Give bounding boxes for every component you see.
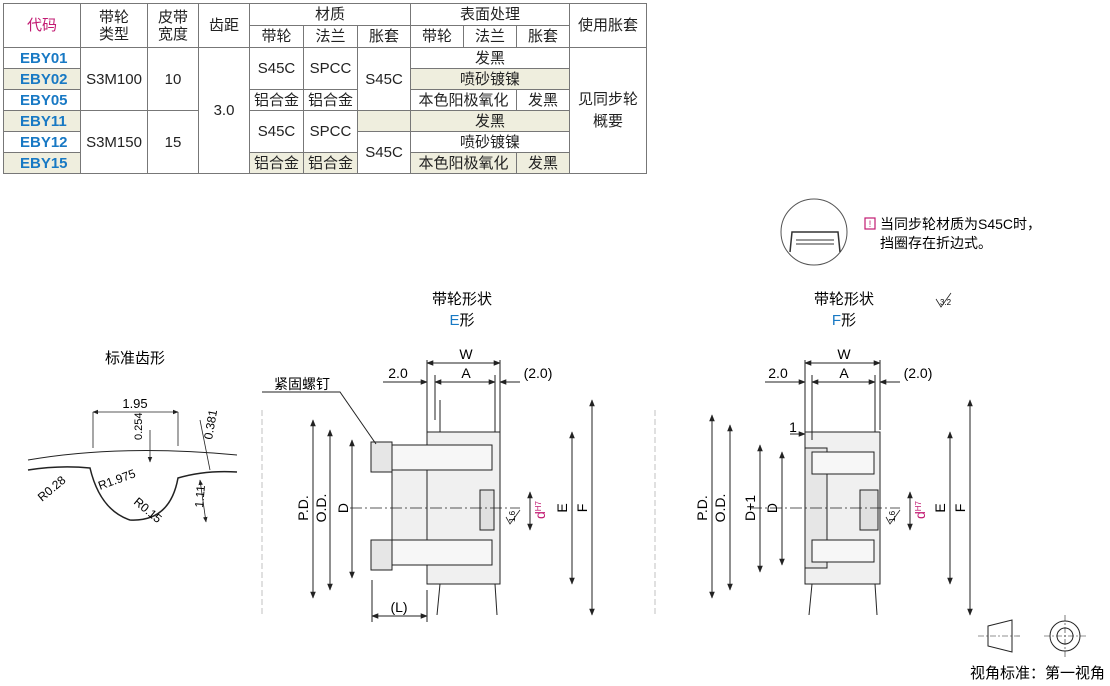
f-d1: D+1 [742,495,758,521]
f-d: D [764,503,780,513]
e-subtitle: E形 [449,312,474,329]
surface-cell: 本色阳极氧化 [410,152,518,174]
header-sub-bushing-surface: 胀套 [516,25,571,48]
width-cell: 15 [147,110,199,174]
f-roughness-top: 3.2 [940,298,952,307]
surface-cell: 发黑 [410,110,571,132]
header-code: 代码 [3,3,81,48]
view-standard: 视角标准：第一视角 [970,664,1105,682]
pitch-cell: 3.0 [198,47,250,174]
spec-table: 代码 带轮 类型 皮带 宽度 齿距 材质 表面处理 使用胀套 带轮 法兰 胀套 … [3,3,648,174]
header-sub-bushing: 胀套 [357,25,412,48]
f-title: 带轮形状 [814,291,874,308]
material-cell: S45C [357,47,412,111]
material-cell: S45C [248,110,305,153]
tooth-depth-2: 0.381 [201,408,220,440]
e-e: E [554,503,570,512]
f-roughness: 1.6 [888,510,897,522]
note-line-1: 当同步轮材质为S45C时， [880,216,1041,232]
tooth-profile [27,409,238,523]
e-drawing [261,360,656,622]
surface-cell: 本色阳极氧化 [410,89,518,111]
projection-symbol [978,615,1086,657]
f-od: O.D. [712,494,728,523]
type-cell: S3M150 [80,110,148,174]
f-f: F [952,504,968,513]
f-one: 1 [789,419,797,435]
material-cell: 铝合金 [303,89,359,111]
material-cell: SPCC [303,110,359,153]
code-cell: EBY11 [3,110,81,132]
f-pd: P.D. [694,495,710,520]
tooth-depth-1: 0.254 [133,412,145,440]
f-drawing [709,360,973,616]
tooth-height: 1.11 [192,484,208,508]
e-l: (L) [390,599,407,615]
width-cell: 10 [147,47,199,111]
code-cell: EBY12 [3,131,81,153]
note-icon: ! [864,217,876,230]
e-w: W [459,346,473,362]
e-dh7: dH7 [532,500,548,519]
f-w: W [837,346,851,362]
e-d: D [335,503,351,513]
e-a: A [461,365,471,381]
material-cell: S45C [248,47,305,90]
tooth-title: 标准齿形 [105,350,165,367]
f-left-dim: 2.0 [768,365,788,381]
e-roughness: 1.6 [508,510,517,522]
note-line-2: 挡圈存在折边式。 [880,235,992,251]
header-sub-pulley-surface: 带轮 [410,25,465,48]
header-sub-pulley: 带轮 [248,25,305,48]
material-cell: S45C [357,131,412,174]
code-cell: EBY01 [3,47,81,69]
svg-text:!: ! [869,219,872,229]
type-cell: S3M100 [80,47,148,111]
material-cell: SPCC [303,47,359,90]
code-cell: EBY02 [3,68,81,90]
f-right-dim: (2.0) [904,365,933,381]
surface-cell: 发黑 [516,152,571,174]
e-screw-label: 紧固螺钉 [274,376,330,392]
bushing-cell: 见同步轮 概要 [569,47,648,174]
header-bushing: 使用胀套 [569,3,648,48]
header-sub-flange-surface: 法兰 [463,25,518,48]
header-belt-width: 皮带 宽度 [147,3,199,48]
tooth-r1: R0.28 [35,473,69,505]
code-cell: EBY15 [3,152,81,174]
material-cell: 铝合金 [303,152,359,174]
e-left-dim: 2.0 [388,365,408,381]
tooth-r2: R1.975 [96,466,137,493]
e-pd: P.D. [295,495,311,520]
surface-cell: 喷砂镀镍 [410,131,571,153]
f-subtitle: F形 [832,312,856,329]
material-cell: 铝合金 [248,152,305,174]
e-title: 带轮形状 [432,291,492,308]
e-od: O.D. [313,494,329,523]
f-a: A [839,365,849,381]
tooth-r3: R0.15 [131,495,165,527]
tooth-width: 1.95 [122,396,147,411]
e-right-dim: (2.0) [524,365,553,381]
f-dh7: dH7 [912,500,928,519]
e-f: F [574,504,590,513]
header-pulley-type: 带轮 类型 [80,3,148,48]
f-e: E [932,503,948,512]
flange-detail [780,198,848,266]
f-roughness-mark [935,292,952,308]
